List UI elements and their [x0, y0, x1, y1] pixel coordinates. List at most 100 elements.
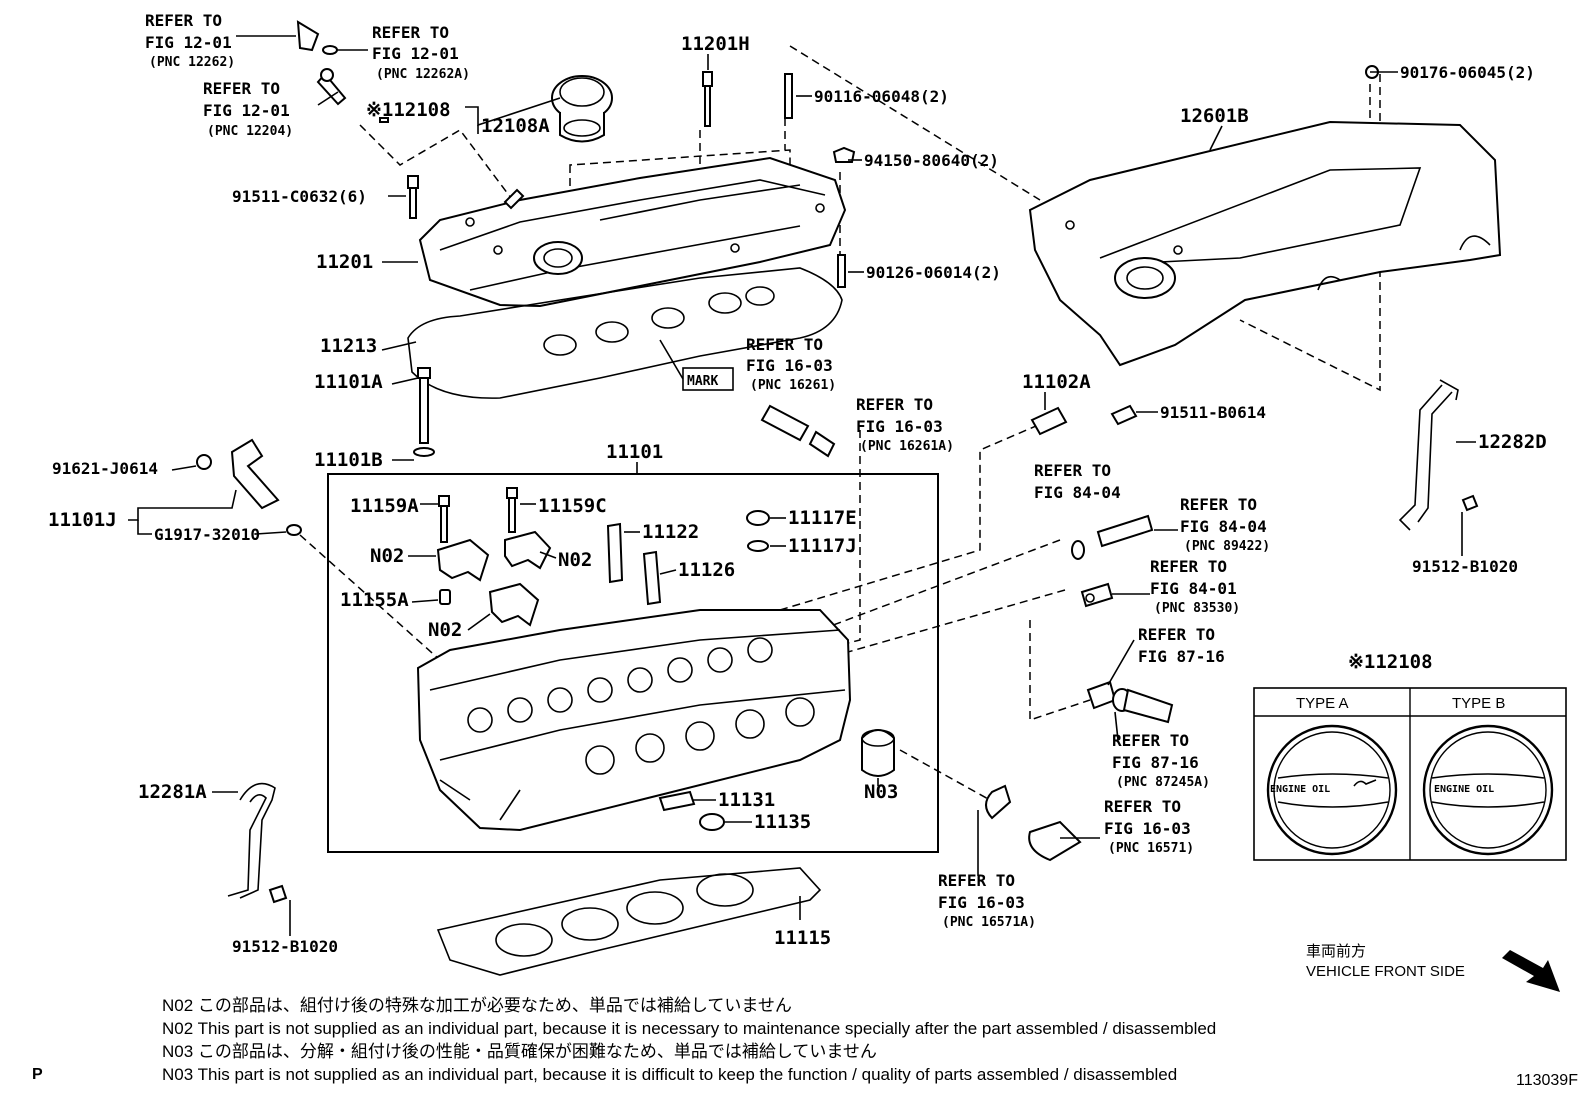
label-n02-c: N02	[428, 619, 462, 641]
note-n03-jp: N03 この部品は、分解・組付け後の性能・品質確保が困難なため、単品では補給して…	[162, 1042, 877, 1061]
label-ref-83530: REFER TO	[1150, 557, 1227, 576]
hose-16261-drawing	[760, 404, 836, 458]
plug-11102a-drawing	[1030, 404, 1138, 436]
engine-cover-drawing	[1028, 120, 1502, 367]
figure-id: 113039F	[1516, 1072, 1578, 1089]
label-ref-87245a-fig: FIG 87-16	[1112, 753, 1199, 772]
label-11117e: 11117E	[788, 507, 857, 529]
label-11101: 11101	[606, 441, 663, 463]
cylinder-head-parts-drawing	[416, 487, 895, 832]
oil-filler-cap-drawing	[551, 75, 613, 143]
label-11213: 11213	[320, 335, 377, 357]
top-bolts-drawing	[407, 65, 1379, 288]
head-gasket-drawing	[436, 867, 822, 976]
label-ref-16571-fig: FIG 16-03	[1104, 819, 1191, 838]
label-engine-oil-a: ENGINE OIL	[1270, 784, 1330, 795]
label-11159a: 11159A	[350, 495, 419, 517]
label-12108a: 12108A	[481, 115, 550, 137]
label-11117j: 11117J	[788, 535, 857, 557]
label-type-b: TYPE B	[1452, 695, 1505, 712]
label-g1917: G1917-32010	[154, 525, 260, 544]
label-11201h: 11201H	[681, 33, 750, 55]
label-91511-c0632: 91511-C0632(6)	[232, 187, 367, 206]
label-12108-inset: ※112108	[1348, 651, 1433, 673]
inset-12108	[1253, 687, 1567, 861]
label-ref-12262-pnc: (PNC 12262)	[149, 55, 235, 70]
label-ref-8404-fig: FIG 84-04	[1034, 483, 1121, 502]
label-11159c: 11159C	[538, 495, 607, 517]
label-front-jp: 車両前方	[1306, 943, 1366, 960]
label-ref-83530-pnc: (PNC 83530)	[1154, 601, 1240, 616]
oil-can-icon	[1353, 779, 1377, 787]
front-arrow-icon	[1502, 950, 1560, 992]
label-ref-16261: REFER TO	[746, 335, 823, 354]
label-ref-16571-pnc: (PNC 16571)	[1108, 841, 1194, 856]
label-ref-8716: REFER TO	[1138, 625, 1215, 644]
label-ref-12262: REFER TO	[145, 11, 222, 30]
leader-lines	[128, 35, 1476, 936]
part-labels: REFER TO FIG 12-01 (PNC 12262) REFER TO …	[48, 11, 1547, 980]
label-91512-left: 91512-B1020	[232, 937, 338, 956]
label-11126: 11126	[678, 559, 735, 581]
label-11115: 11115	[774, 927, 831, 949]
stud-11101a-drawing	[413, 367, 435, 457]
cover-gasket-drawing	[407, 267, 843, 399]
label-11135: 11135	[754, 811, 811, 833]
label-91621: 91621-J0614	[52, 459, 158, 478]
label-ref-89422-fig: FIG 84-04	[1180, 517, 1267, 536]
label-12601b: 12601B	[1180, 105, 1249, 127]
note-n02-en: N02 This part is not supplied as an indi…	[162, 1019, 1217, 1038]
label-type-a: TYPE A	[1296, 695, 1349, 712]
label-90176: 90176-06045(2)	[1400, 63, 1535, 82]
label-ref-12262a-pnc: (PNC 12262A)	[376, 67, 470, 82]
label-90116: 90116-06048(2)	[814, 87, 949, 106]
bracket-12281a-drawing	[227, 782, 288, 904]
oil-control-valve-drawing	[196, 438, 302, 536]
label-11101j: 11101J	[48, 509, 117, 531]
label-11101a: 11101A	[314, 371, 383, 393]
label-ref-12204-fig: FIG 12-01	[203, 101, 290, 120]
label-ref-16261a-fig: FIG 16-03	[856, 417, 943, 436]
label-ref-12204-pnc: (PNC 12204)	[207, 124, 293, 139]
label-11122: 11122	[642, 521, 699, 543]
label-ref-16261a: REFER TO	[856, 395, 933, 414]
label-12108: ※112108	[366, 99, 451, 121]
sensor-12262-drawing	[296, 20, 389, 123]
hose-16571-drawing	[985, 784, 1082, 862]
label-11101b: 11101B	[314, 449, 383, 471]
label-ref-83530-fig: FIG 84-01	[1150, 579, 1237, 598]
label-mark: MARK	[687, 374, 718, 389]
label-ref-12262a-fig: FIG 12-01	[372, 44, 459, 63]
hose-clamp-drawing	[1086, 680, 1174, 724]
label-ref-8404: REFER TO	[1034, 461, 1111, 480]
label-ref-16571a: REFER TO	[938, 871, 1015, 890]
label-91511-b0614: 91511-B0614	[1160, 403, 1266, 422]
label-n03: N03	[864, 781, 898, 803]
label-n02-b: N02	[558, 549, 592, 571]
page-letter: P	[32, 1066, 43, 1083]
label-91512-right: 91512-B1020	[1412, 557, 1518, 576]
label-ref-8716-fig: FIG 87-16	[1138, 647, 1225, 666]
sensors-84-drawing	[1071, 514, 1154, 608]
label-ref-89422: REFER TO	[1180, 495, 1257, 514]
label-ref-16261a-pnc: (PNC 16261A)	[860, 439, 954, 454]
bracket-12282d-drawing	[1398, 379, 1479, 531]
label-11201: 11201	[316, 251, 373, 273]
note-n02-jp: N02 この部品は、組付け後の特殊な加工が必要なため、単品では補給していません	[162, 996, 792, 1015]
label-n02-a: N02	[370, 545, 404, 567]
label-engine-oil-b: ENGINE OIL	[1434, 784, 1494, 795]
label-front-en: VEHICLE FRONT SIDE	[1306, 963, 1465, 980]
note-n03-en: N03 This part is not supplied as an indi…	[162, 1065, 1178, 1084]
label-ref-16261-pnc: (PNC 16261)	[750, 378, 836, 393]
label-90126: 90126-06014(2)	[866, 263, 1001, 282]
label-ref-16261-fig: FIG 16-03	[746, 356, 833, 375]
label-ref-87245a: REFER TO	[1112, 731, 1189, 750]
label-11131: 11131	[718, 789, 775, 811]
label-ref-12262-fig: FIG 12-01	[145, 33, 232, 52]
label-ref-16571a-pnc: (PNC 16571A)	[942, 915, 1036, 930]
label-12282d: 12282D	[1478, 431, 1547, 453]
label-ref-16571: REFER TO	[1104, 797, 1181, 816]
label-ref-16571a-fig: FIG 16-03	[938, 893, 1025, 912]
